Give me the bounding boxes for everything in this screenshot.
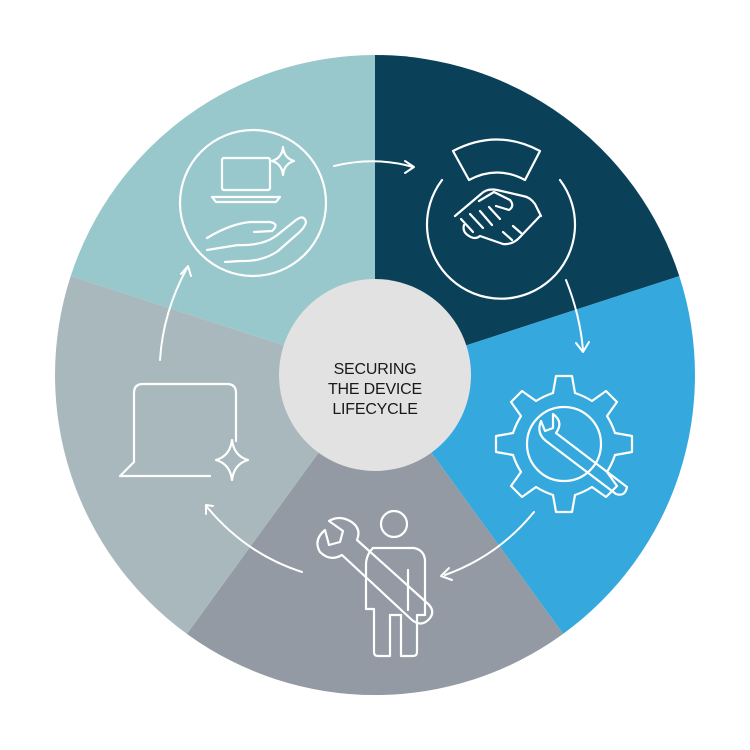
center-disc xyxy=(279,279,471,471)
laptop-in-hand-sparkle-icon xyxy=(178,128,328,278)
segment-bottom xyxy=(186,375,564,696)
laptop-sparkle-icon xyxy=(118,382,250,482)
segment-top-left xyxy=(70,55,375,375)
center-label: SECURING THE DEVICE LIFECYCLE xyxy=(280,295,470,485)
center-label-line-1: SECURING xyxy=(333,361,417,378)
arrow-laptop-to-hand xyxy=(159,265,192,361)
segment-top-right xyxy=(375,55,680,375)
center-label-line-3: LIFECYCLE xyxy=(332,401,418,418)
gear-wrench-icon xyxy=(494,374,634,514)
arrow-person-to-laptop xyxy=(205,504,303,573)
handshake-icon xyxy=(425,138,577,300)
person-with-wrench-icon xyxy=(316,509,434,658)
center-label-line-2: THE DEVICE xyxy=(327,381,423,398)
arrow-gear-to-person xyxy=(440,511,535,581)
arrow-hand-to-handshake xyxy=(333,160,415,174)
arrow-handshake-to-gear xyxy=(565,279,590,353)
